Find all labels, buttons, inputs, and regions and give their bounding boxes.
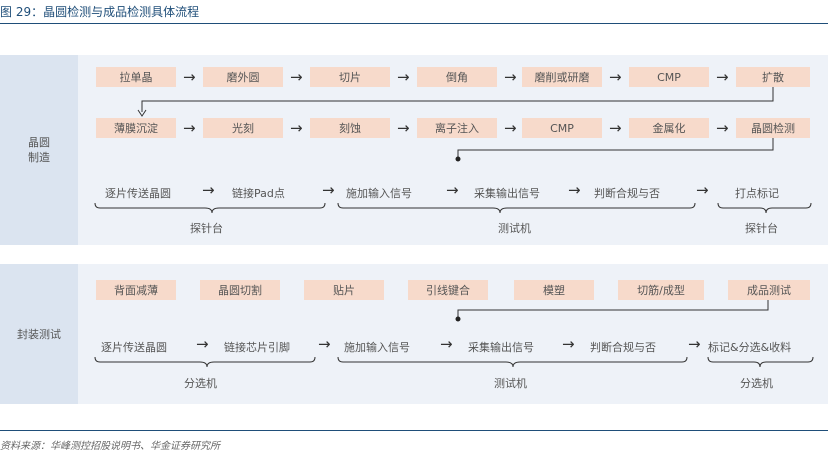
flow-arrow-icon: → xyxy=(504,119,517,137)
flow-arrow-icon: → xyxy=(716,68,729,86)
step-molding: 模塑 xyxy=(514,280,594,300)
step-ion-implant: 离子注入 xyxy=(417,118,497,138)
test-step-connect-pad: 链接Pad点 xyxy=(232,187,285,200)
flow-arrow-icon: → xyxy=(716,119,729,137)
source-rule xyxy=(0,430,828,431)
step-etching: 刻蚀 xyxy=(310,118,390,138)
flow-arrow-icon: → xyxy=(562,335,575,353)
group-label-prober-1: 探针台 xyxy=(190,222,223,235)
package-section-label: 封装测试 xyxy=(0,264,78,404)
flow-arrow-icon: → xyxy=(397,119,410,137)
flow-arrow-icon: → xyxy=(688,335,701,353)
test-step-mark: 打点标记 xyxy=(735,187,779,200)
group-label-tester-1: 测试机 xyxy=(498,222,531,235)
flow-arrow-icon: → xyxy=(202,181,215,199)
step-grinding-lapping: 磨削或研磨 xyxy=(522,67,602,87)
flow-arrow-icon: → xyxy=(397,68,410,86)
flow-arrow-icon: → xyxy=(609,68,622,86)
pkg-step-transfer: 逐片传送晶圆 xyxy=(101,341,167,354)
step-cmp-1: CMP xyxy=(629,67,709,87)
step-diffusion: 扩散 xyxy=(736,67,810,87)
step-slicing: 切片 xyxy=(310,67,390,87)
group-label-handler-2: 分选机 xyxy=(740,377,773,390)
flow-arrow-icon: → xyxy=(290,119,303,137)
test-step-judge: 判断合规与否 xyxy=(594,187,660,200)
step-lithography: 光刻 xyxy=(203,118,283,138)
step-backside-thinning: 背面减薄 xyxy=(96,280,176,300)
flow-arrow-icon: → xyxy=(504,68,517,86)
pkg-step-mark-sort: 标记&分选&收料 xyxy=(708,341,792,354)
step-metallization: 金属化 xyxy=(629,118,709,138)
flow-arrow-icon: → xyxy=(609,119,622,137)
pkg-step-judge: 判断合规与否 xyxy=(590,341,656,354)
group-label-prober-2: 探针台 xyxy=(745,222,778,235)
pkg-step-collect-output: 采集输出信号 xyxy=(468,341,534,354)
step-trim-form: 切筋/成型 xyxy=(618,280,704,300)
step-pull-crystal: 拉单晶 xyxy=(96,67,176,87)
test-step-transfer-wafer: 逐片传送晶圆 xyxy=(105,187,171,200)
test-step-collect-output: 采集输出信号 xyxy=(474,187,540,200)
step-wire-bonding: 引线键合 xyxy=(408,280,488,300)
flow-arrow-icon: → xyxy=(322,181,335,199)
group-label-tester-2: 测试机 xyxy=(494,377,527,390)
flow-arrow-icon: → xyxy=(183,68,196,86)
wafer-section-label: 晶圆 制造 xyxy=(0,55,78,245)
flow-arrow-icon: → xyxy=(290,68,303,86)
flow-arrow-icon: → xyxy=(183,119,196,137)
pkg-step-apply-input: 施加输入信号 xyxy=(344,341,410,354)
step-wafer-test: 晶圆检测 xyxy=(736,118,810,138)
step-final-test: 成品测试 xyxy=(728,280,810,300)
flow-arrow-icon: → xyxy=(568,181,581,199)
step-grind-outer: 磨外圆 xyxy=(203,67,283,87)
test-step-apply-input: 施加输入信号 xyxy=(346,187,412,200)
step-wafer-dicing: 晶圆切割 xyxy=(200,280,280,300)
figure-title: 图 29：晶圆检测与成品检测具体流程 xyxy=(0,5,200,19)
group-label-handler-1: 分选机 xyxy=(184,377,217,390)
flow-arrow-icon: → xyxy=(446,181,459,199)
step-thin-film-deposition: 薄膜沉淀 xyxy=(96,118,176,138)
source-note: 资料来源：华峰测控招股说明书、华金证券研究所 xyxy=(0,441,220,452)
flow-arrow-icon: → xyxy=(440,335,453,353)
step-die-attach: 贴片 xyxy=(304,280,384,300)
step-chamfer: 倒角 xyxy=(417,67,497,87)
step-cmp-2: CMP xyxy=(522,118,602,138)
title-rule xyxy=(0,23,828,24)
flow-arrow-icon: → xyxy=(196,335,209,353)
pkg-step-connect-pins: 链接芯片引脚 xyxy=(224,341,290,354)
flow-arrow-icon: → xyxy=(696,181,709,199)
flow-arrow-icon: → xyxy=(318,335,331,353)
